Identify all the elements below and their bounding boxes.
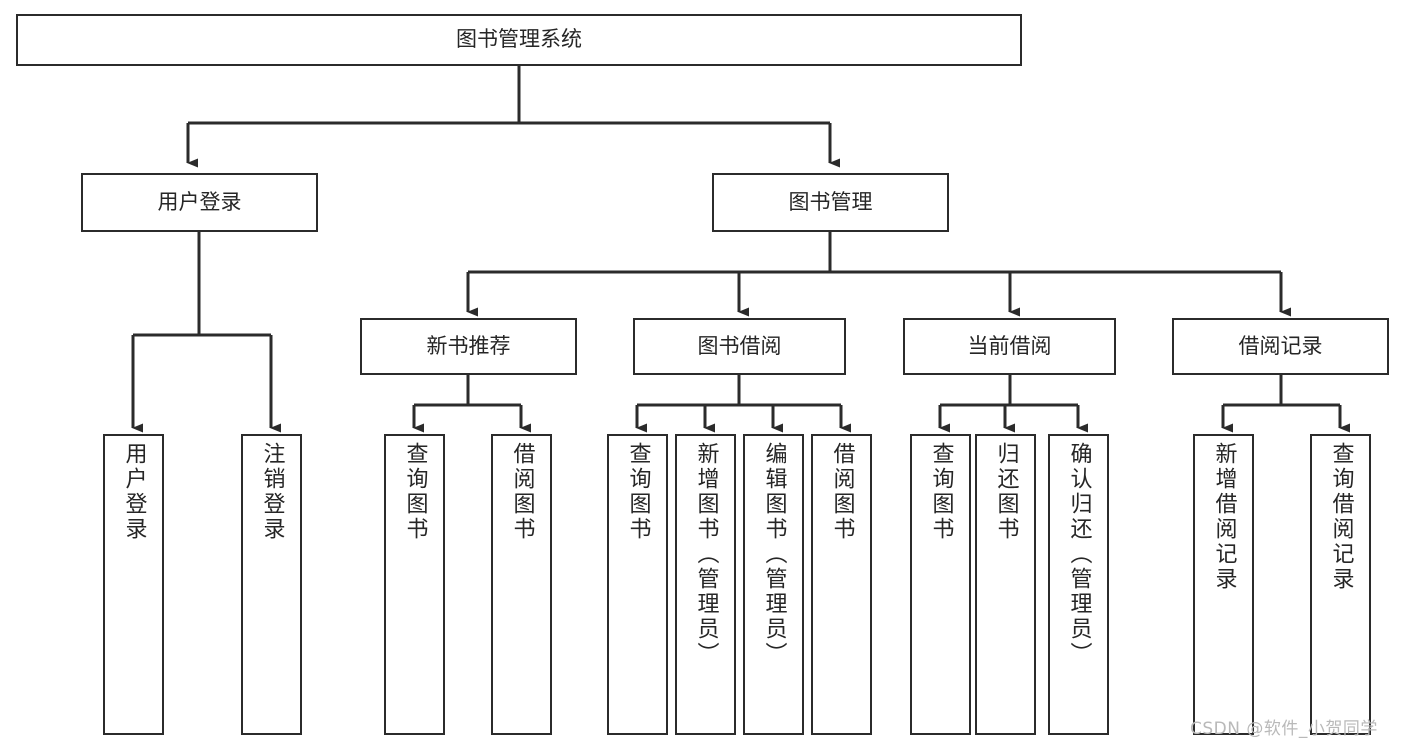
node-borrow-record[interactable]: 借阅记录 [1172, 318, 1389, 375]
node-user-login[interactable]: 用户登录 [81, 173, 318, 232]
node-leaf-query-record-label: 查询借阅记录 [1328, 442, 1354, 592]
node-current-borrow[interactable]: 当前借阅 [903, 318, 1116, 375]
node-leaf-query-record[interactable]: 查询借阅记录 [1310, 434, 1371, 735]
node-leaf-return-book[interactable]: 归还图书 [975, 434, 1036, 735]
node-leaf-query-book-2[interactable]: 查询图书 [607, 434, 668, 735]
node-leaf-query-book-2-label: 查询图书 [625, 442, 651, 542]
node-leaf-borrow-book-2[interactable]: 借阅图书 [811, 434, 872, 735]
node-leaf-borrow-book-1-label: 借阅图书 [509, 442, 535, 542]
node-leaf-user-logout-label: 注销登录 [259, 442, 285, 542]
node-leaf-borrow-book-1[interactable]: 借阅图书 [491, 434, 552, 735]
node-leaf-user-login-label: 用户登录 [121, 442, 147, 542]
node-leaf-confirm-return[interactable]: 确认归还（管理员） [1048, 434, 1109, 735]
node-new-book-recommend-label: 新书推荐 [426, 333, 511, 358]
node-book-manage[interactable]: 图书管理 [712, 173, 949, 232]
node-leaf-return-book-label: 归还图书 [993, 442, 1019, 542]
node-borrow-record-label: 借阅记录 [1238, 333, 1323, 358]
node-current-borrow-label: 当前借阅 [967, 333, 1052, 358]
node-leaf-borrow-book-2-label: 借阅图书 [829, 442, 855, 542]
node-new-book-recommend[interactable]: 新书推荐 [360, 318, 577, 375]
node-book-manage-label: 图书管理 [788, 189, 873, 214]
node-leaf-user-logout[interactable]: 注销登录 [241, 434, 302, 735]
node-leaf-query-book-3-label: 查询图书 [928, 442, 954, 542]
node-leaf-query-book-1-label: 查询图书 [402, 442, 428, 542]
node-user-login-label: 用户登录 [157, 189, 242, 214]
node-leaf-edit-book[interactable]: 编辑图书（管理员） [743, 434, 804, 735]
node-root-label: 图书管理系统 [456, 27, 582, 52]
node-book-borrow[interactable]: 图书借阅 [633, 318, 846, 375]
node-leaf-query-book-3[interactable]: 查询图书 [910, 434, 971, 735]
node-leaf-add-book[interactable]: 新增图书（管理员） [675, 434, 736, 735]
node-leaf-edit-book-label: 编辑图书（管理员） [761, 442, 787, 667]
node-leaf-confirm-return-label: 确认归还（管理员） [1066, 442, 1092, 667]
node-leaf-user-login[interactable]: 用户登录 [103, 434, 164, 735]
node-leaf-query-book-1[interactable]: 查询图书 [384, 434, 445, 735]
node-leaf-add-record[interactable]: 新增借阅记录 [1193, 434, 1254, 735]
node-leaf-add-record-label: 新增借阅记录 [1211, 442, 1237, 592]
node-leaf-add-book-label: 新增图书（管理员） [693, 442, 719, 667]
node-book-borrow-label: 图书借阅 [697, 333, 782, 358]
node-root[interactable]: 图书管理系统 [16, 14, 1022, 66]
